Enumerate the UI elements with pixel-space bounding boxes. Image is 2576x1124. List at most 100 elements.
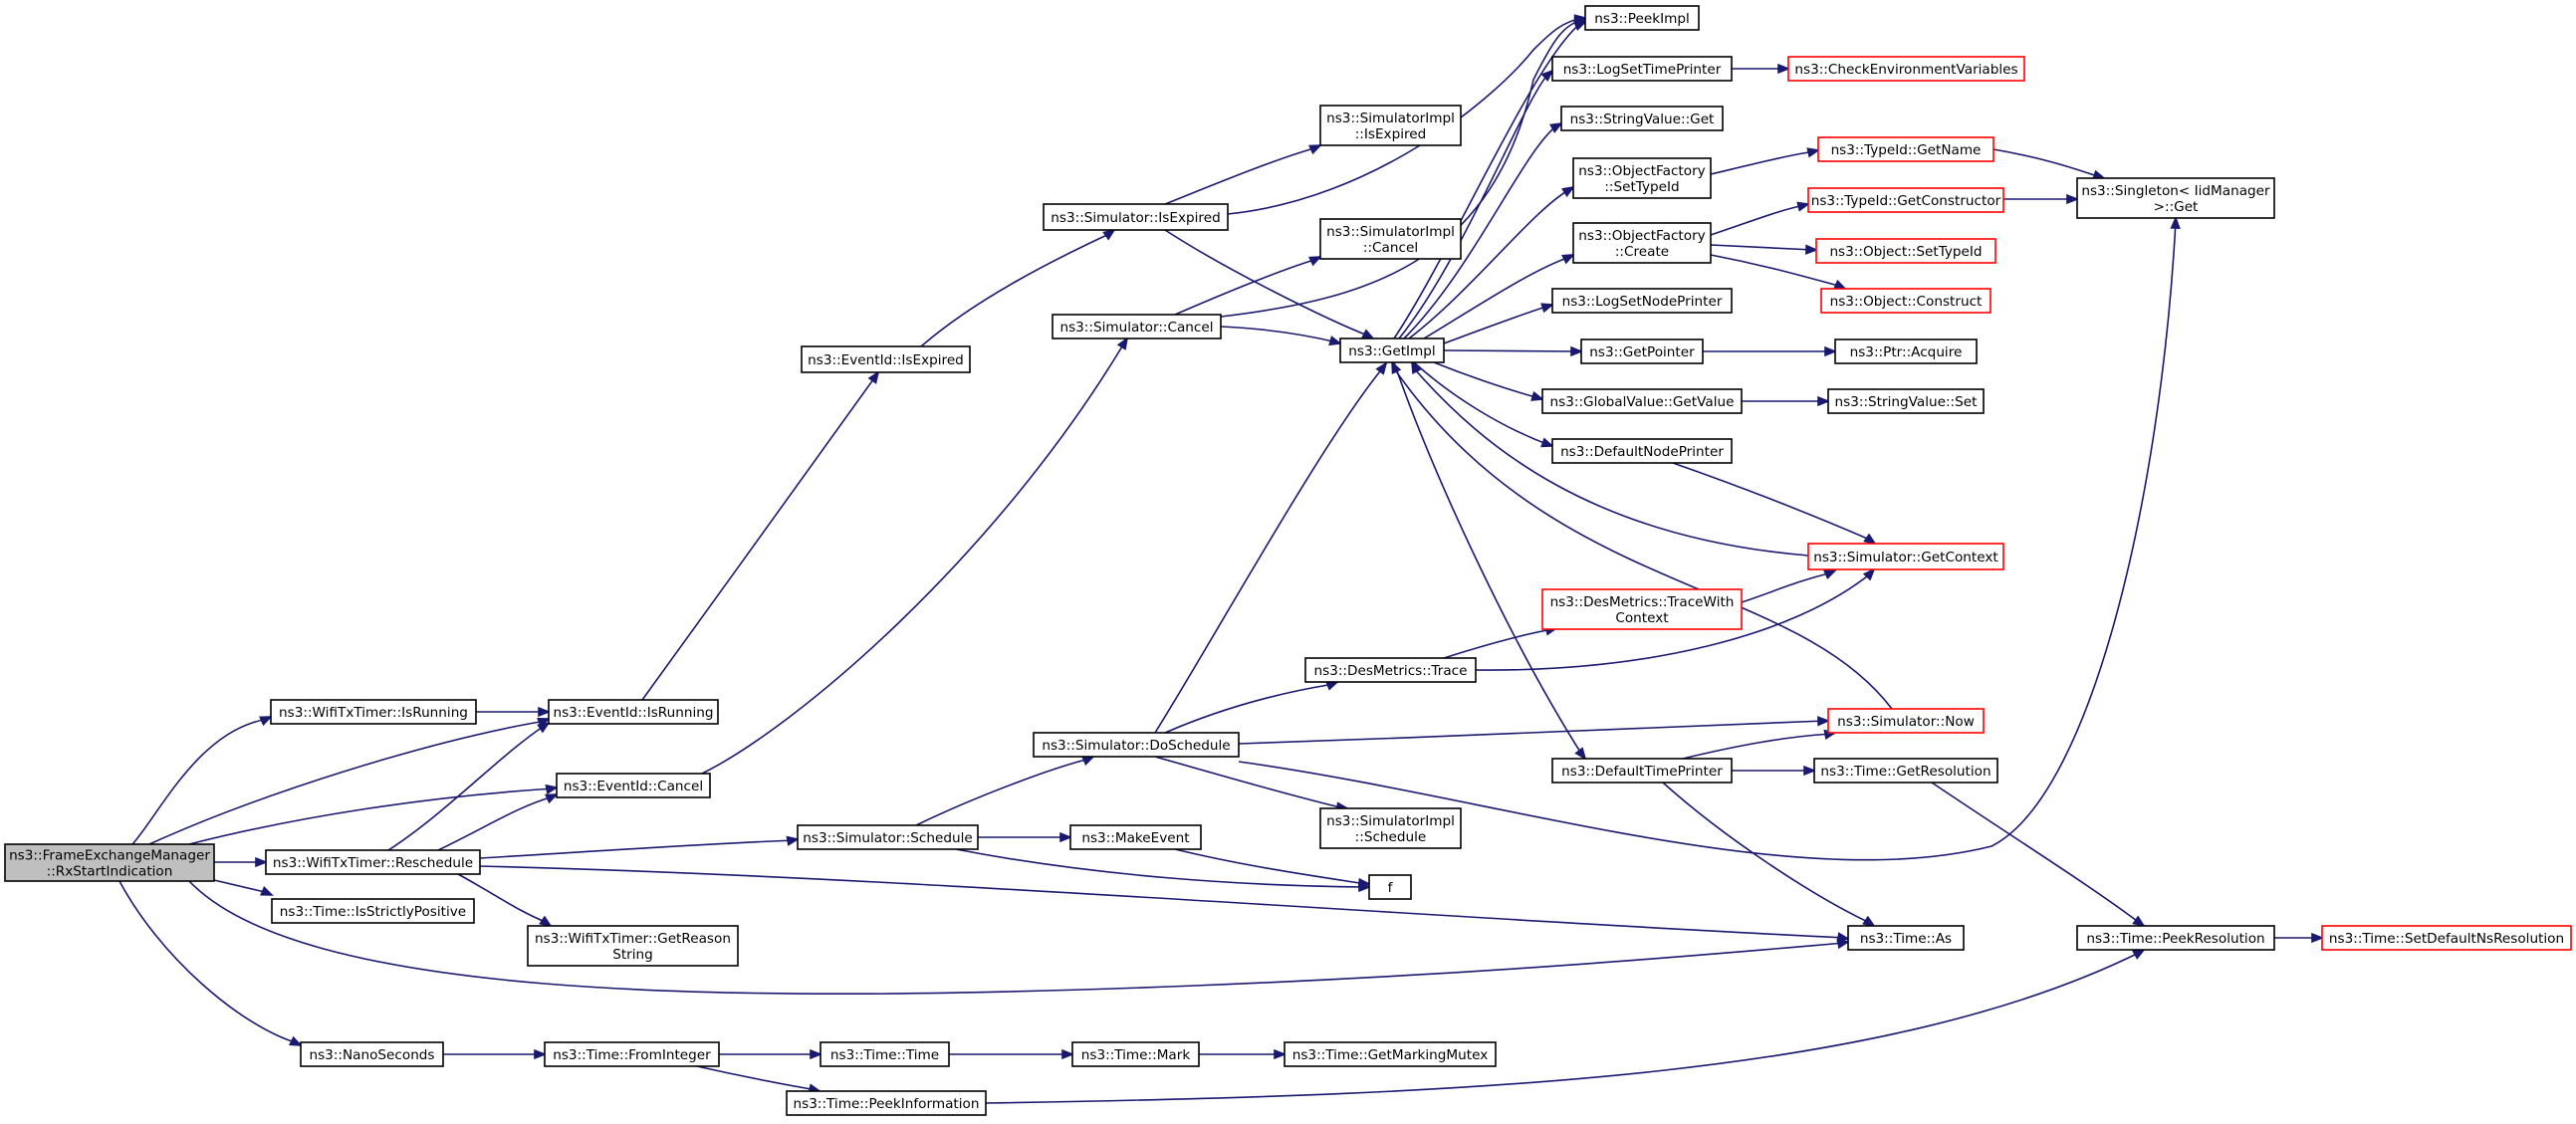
node-label: ns3::LogSetTimePrinter (1563, 62, 1722, 78)
node-box (786, 1090, 987, 1116)
node-box (1319, 807, 1462, 849)
node-box (801, 345, 971, 373)
node-checkenvvars[interactable]: ns3::CheckEnvironmentVariables (1787, 56, 2025, 82)
node-nanoseconds[interactable]: ns3::NanoSeconds (300, 1041, 444, 1067)
node-time-time[interactable]: ns3::Time::Time (820, 1041, 950, 1067)
edge-defaulttimeprinter-to-sim_now (1682, 729, 1838, 760)
edge-wifi_reschedule-to-wifi_getreason (457, 873, 553, 928)
node-object-settypeid[interactable]: ns3::Object::SetTypeId (1815, 238, 1996, 264)
node-wifi-isrunning[interactable]: ns3::WifiTxTimer::IsRunning (270, 699, 477, 725)
node-box (1551, 56, 1733, 82)
node-label: ns3::EventId::Cancel (564, 779, 703, 794)
node-object-construct[interactable]: ns3::Object::Construct (1820, 288, 1991, 314)
node-eventid-cancel[interactable]: ns3::EventId::Cancel (556, 773, 711, 798)
node-sim-getcontext[interactable]: ns3::Simulator::GetContext (1807, 543, 2004, 570)
node-defaulttimeprinter[interactable]: ns3::DefaultTimePrinter (1551, 758, 1733, 784)
node-wifi-reschedule[interactable]: ns3::WifiTxTimer::Reschedule (265, 849, 481, 875)
edge-wifi_isrunning-to-eventid_isrunning (476, 706, 552, 718)
node-defaultnodeprinter[interactable]: ns3::DefaultNodePrinter (1551, 438, 1733, 464)
node-stringvalue-get[interactable]: ns3::StringValue::Get (1560, 106, 1724, 131)
node-sim-now[interactable]: ns3::Simulator::Now (1827, 708, 1985, 734)
node-time-isstrictlypositive[interactable]: ns3::Time::IsStrictlyPositive (271, 898, 475, 924)
node-box (1319, 105, 1462, 146)
arrow-head-icon (259, 716, 273, 727)
node-time-setdefaultnsresolution[interactable]: ns3::Time::SetDefaultNsResolution (2321, 925, 2572, 951)
node-label: ns3::NanoSeconds (309, 1047, 434, 1063)
edge-root-to-nanoseconds (118, 880, 303, 1046)
node-stringvalue-set[interactable]: ns3::StringValue::Set (1827, 388, 1985, 414)
edge-line (131, 718, 270, 845)
node-globalvalue-getvalue[interactable]: ns3::GlobalValue::GetValue (1541, 388, 1743, 414)
node-box (1584, 5, 1700, 31)
edge-root-to-time_as (188, 880, 1851, 995)
node-typeid-getconstructor[interactable]: ns3::TypeId::GetConstructor (1807, 187, 2004, 213)
node-root[interactable]: ns3::FrameExchangeManager::RxStartIndica… (4, 843, 215, 882)
node-logsetnodeprinter[interactable]: ns3::LogSetNodePrinter (1551, 288, 1733, 314)
node-time-frominteger[interactable]: ns3::Time::FromInteger (544, 1041, 720, 1067)
node-objfactory-settypeid[interactable]: ns3::ObjectFactory::SetTypeId (1572, 157, 1712, 199)
node-sim-schedule[interactable]: ns3::Simulator::Schedule (797, 824, 979, 850)
node-logsettimeprinter[interactable]: ns3::LogSetTimePrinter (1551, 56, 1733, 82)
arrow-head-icon (1574, 747, 1587, 761)
edge-sim_doschedule-to-simimpl_schedule (1154, 756, 1350, 812)
node-f[interactable]: f (1368, 874, 1412, 900)
node-time-peekinformation[interactable]: ns3::Time::PeekInformation (786, 1090, 987, 1116)
node-simimpl-schedule[interactable]: ns3::SimulatorImpl::Schedule (1319, 807, 1462, 849)
edge-root-to-eventid_cancel (188, 784, 560, 845)
arrow-head-icon (867, 370, 880, 384)
node-label: ns3::EventId::IsRunning (553, 705, 713, 721)
edge-sim_getcontext-to-getimpl (1411, 360, 1809, 557)
node-sim-isexpired[interactable]: ns3::Simulator::IsExpired (1043, 203, 1229, 231)
arrow-head-icon (289, 1035, 303, 1046)
edge-line (1413, 367, 1809, 557)
node-getimpl[interactable]: ns3::GetImpl (1339, 337, 1445, 363)
node-label: ns3::TypeId::GetName (1831, 142, 1982, 158)
edge-getimpl-to-logsetnodeprinter (1443, 303, 1555, 344)
node-typeid-getname[interactable]: ns3::TypeId::GetName (1817, 136, 1994, 162)
node-simimpl-cancel[interactable]: ns3::SimulatorImpl::Cancel (1319, 218, 1462, 260)
node-label: ns3::TypeId::GetConstructor (1811, 193, 2001, 209)
node-makeevent[interactable]: ns3::MakeEvent (1069, 824, 1202, 850)
node-objfactory-create[interactable]: ns3::ObjectFactory::Create (1572, 222, 1712, 264)
node-sim-doschedule[interactable]: ns3::Simulator::DoSchedule (1033, 732, 1240, 758)
edge-root-to-wifi_reschedule (214, 856, 269, 868)
node-desmetrics-trace[interactable]: ns3::DesMetrics::Trace (1304, 657, 1477, 683)
edge-getpointer-to-ptr_acquire (1703, 345, 1838, 357)
node-simimpl-isexpired[interactable]: ns3::SimulatorImpl::IsExpired (1319, 105, 1462, 146)
arrow-head-icon (2066, 193, 2080, 205)
node-singleton-get[interactable]: ns3::Singleton< IidManager >::Get (2076, 177, 2275, 219)
node-getpointer[interactable]: ns3::GetPointer (1580, 338, 1704, 364)
node-ptr-acquire[interactable]: ns3::Ptr::Acquire (1834, 338, 1978, 364)
edge-line (1164, 146, 1318, 205)
node-eventid-isrunning[interactable]: ns3::EventId::IsRunning (548, 699, 719, 725)
edge-line (1220, 19, 1583, 318)
arrow-head-icon (1561, 185, 1575, 198)
node-time-getresolution[interactable]: ns3::Time::GetResolution (1813, 758, 1998, 784)
node-eventid-isexpired[interactable]: ns3::EventId::IsExpired (801, 345, 971, 373)
node-label: ::Create (1615, 244, 1669, 260)
edge-line (188, 787, 555, 845)
edge-line (701, 340, 1126, 775)
edge-line (1443, 305, 1550, 344)
edge-getimpl-to-objfactory_create (1423, 254, 1575, 339)
node-sim-cancel[interactable]: ns3::Simulator::Cancel (1052, 314, 1222, 339)
edge-line (1443, 349, 1579, 352)
edge-line (1393, 361, 1584, 758)
arrow-head-icon (1803, 765, 1817, 777)
node-time-peekresolution[interactable]: ns3::Time::PeekResolution (2076, 925, 2275, 951)
node-time-getmarkingmutex[interactable]: ns3::Time::GetMarkingMutex (1284, 1041, 1497, 1067)
edge-line (1393, 21, 1583, 339)
node-label: ::SetTypeId (1604, 179, 1679, 195)
node-label: ns3::Time::GetResolution (1820, 764, 1991, 780)
node-box (1560, 106, 1724, 131)
node-time-mark[interactable]: ns3::Time::Mark (1071, 1041, 1200, 1067)
node-time-as[interactable]: ns3::Time::As (1847, 925, 1965, 951)
node-peekimpl[interactable]: ns3::PeekImpl (1584, 5, 1700, 31)
edge-sim_schedule-to-f (955, 848, 1372, 893)
arrow-head-icon (534, 1048, 548, 1060)
arrow-head-icon (1061, 1048, 1075, 1060)
edge-line (1710, 244, 1814, 251)
node-box (1551, 438, 1733, 464)
